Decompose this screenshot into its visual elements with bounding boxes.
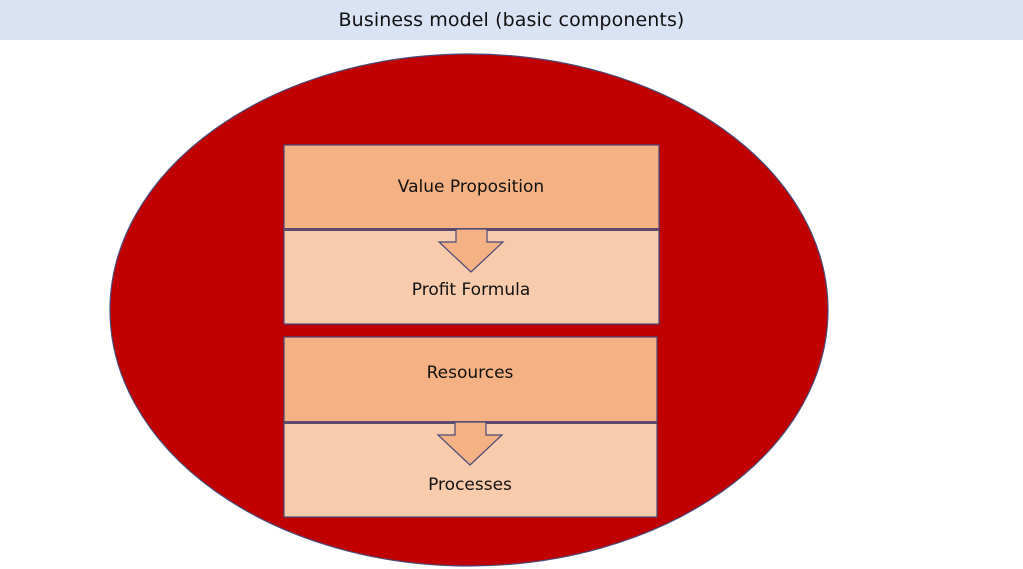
group-value-profit: Value Proposition Profit Formula <box>283 144 660 325</box>
down-arrow-icon <box>437 228 505 273</box>
resources-box <box>283 336 658 423</box>
value-proposition-label: Value Proposition <box>398 177 544 197</box>
down-arrow-icon <box>436 421 504 466</box>
title-bar: Business model (basic components) <box>0 0 1023 40</box>
page-title: Business model (basic components) <box>338 9 685 31</box>
profit-formula-label: Profit Formula <box>412 280 531 300</box>
value-proposition-box <box>283 144 660 230</box>
processes-label: Processes <box>428 475 512 495</box>
group-resources-processes: Resources Processes <box>283 336 658 518</box>
resources-label: Resources <box>427 363 514 383</box>
